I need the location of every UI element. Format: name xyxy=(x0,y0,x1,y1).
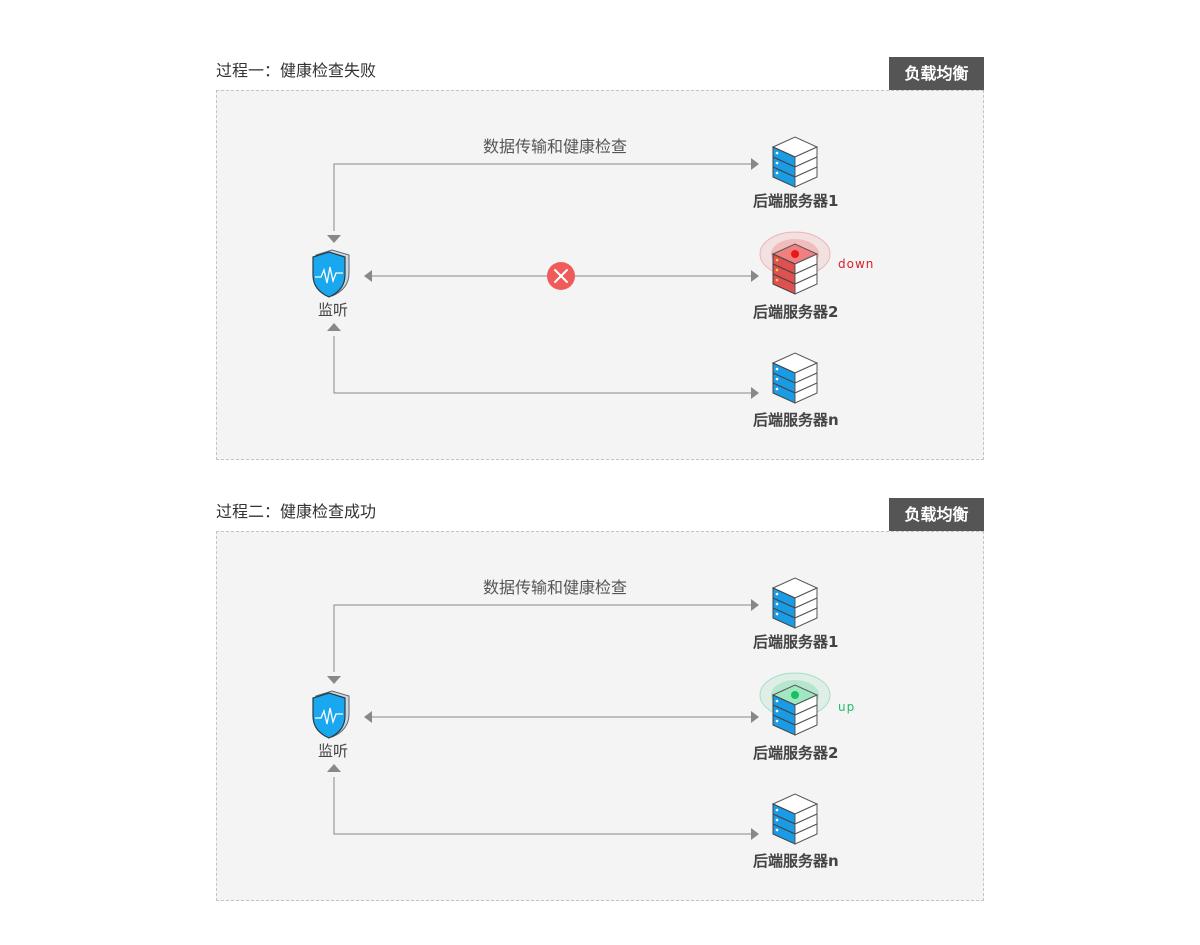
arrow-to-server-2 xyxy=(751,711,759,723)
arrow-to-server-2 xyxy=(751,270,759,282)
arrow-to-server-n xyxy=(751,387,759,399)
server-icon xyxy=(771,684,819,736)
monitor-label: 监听 xyxy=(318,742,349,760)
server-n-label: 后端服务器n xyxy=(753,411,839,429)
server-icon xyxy=(771,352,819,404)
monitor-label: 监听 xyxy=(318,301,349,319)
up-status-dot xyxy=(791,691,799,699)
down-status-dot xyxy=(791,250,799,258)
arrow-to-server-n xyxy=(751,828,759,840)
arrow-down-to-monitor xyxy=(327,676,341,684)
arrow-to-monitor-left xyxy=(364,711,372,723)
error-x-icon xyxy=(547,262,575,290)
load-balancer-badge: 负载均衡 xyxy=(889,498,984,531)
bottom-connector-line xyxy=(333,777,751,835)
server-icon xyxy=(771,136,819,188)
connector-lines xyxy=(312,577,831,845)
server-2-label: 后端服务器2 xyxy=(753,303,839,321)
diagram-panel: 数据传输和健康检查 监听 后端服务器1 后端服务器2 后端服务器n down xyxy=(216,90,984,460)
arrow-down-to-monitor xyxy=(327,235,341,243)
section-title: 过程二：健康检查成功 xyxy=(216,502,377,521)
load-balancer-badge: 负载均衡 xyxy=(889,57,984,90)
server-1-label: 后端服务器1 xyxy=(753,633,839,651)
arrow-up-to-monitor xyxy=(327,323,341,331)
arrow-to-monitor-left xyxy=(364,270,372,282)
top-connector-line xyxy=(333,163,751,231)
server-2-label: 后端服务器2 xyxy=(753,744,839,762)
shield-monitor-icon xyxy=(312,249,350,298)
server-icon xyxy=(771,793,819,845)
arrow-up-to-monitor xyxy=(327,764,341,772)
flow-label: 数据传输和健康检查 xyxy=(483,578,628,597)
flow-label: 数据传输和健康检查 xyxy=(483,137,628,156)
shield-monitor-icon xyxy=(312,690,350,739)
section-health-check-failed: 过程一：健康检查失败 负载均衡 xyxy=(0,57,1200,500)
diagram-panel: 数据传输和健康检查 监听 后端服务器1 后端服务器2 后端服务器n up xyxy=(216,531,984,901)
connector-lines xyxy=(312,136,831,404)
status-badge: down xyxy=(838,257,875,271)
server-n-label: 后端服务器n xyxy=(753,852,839,870)
status-badge: up xyxy=(838,700,856,714)
section-title: 过程一：健康检查失败 xyxy=(216,61,377,80)
server-1-label: 后端服务器1 xyxy=(753,192,839,210)
server-icon xyxy=(771,577,819,629)
arrow-to-server-1 xyxy=(751,599,759,611)
section-health-check-succeeded: 过程二：健康检查成功 负载均衡 xyxy=(0,498,1200,941)
bottom-connector-line xyxy=(333,336,751,394)
arrow-to-server-1 xyxy=(751,158,759,170)
top-connector-line xyxy=(333,604,751,672)
